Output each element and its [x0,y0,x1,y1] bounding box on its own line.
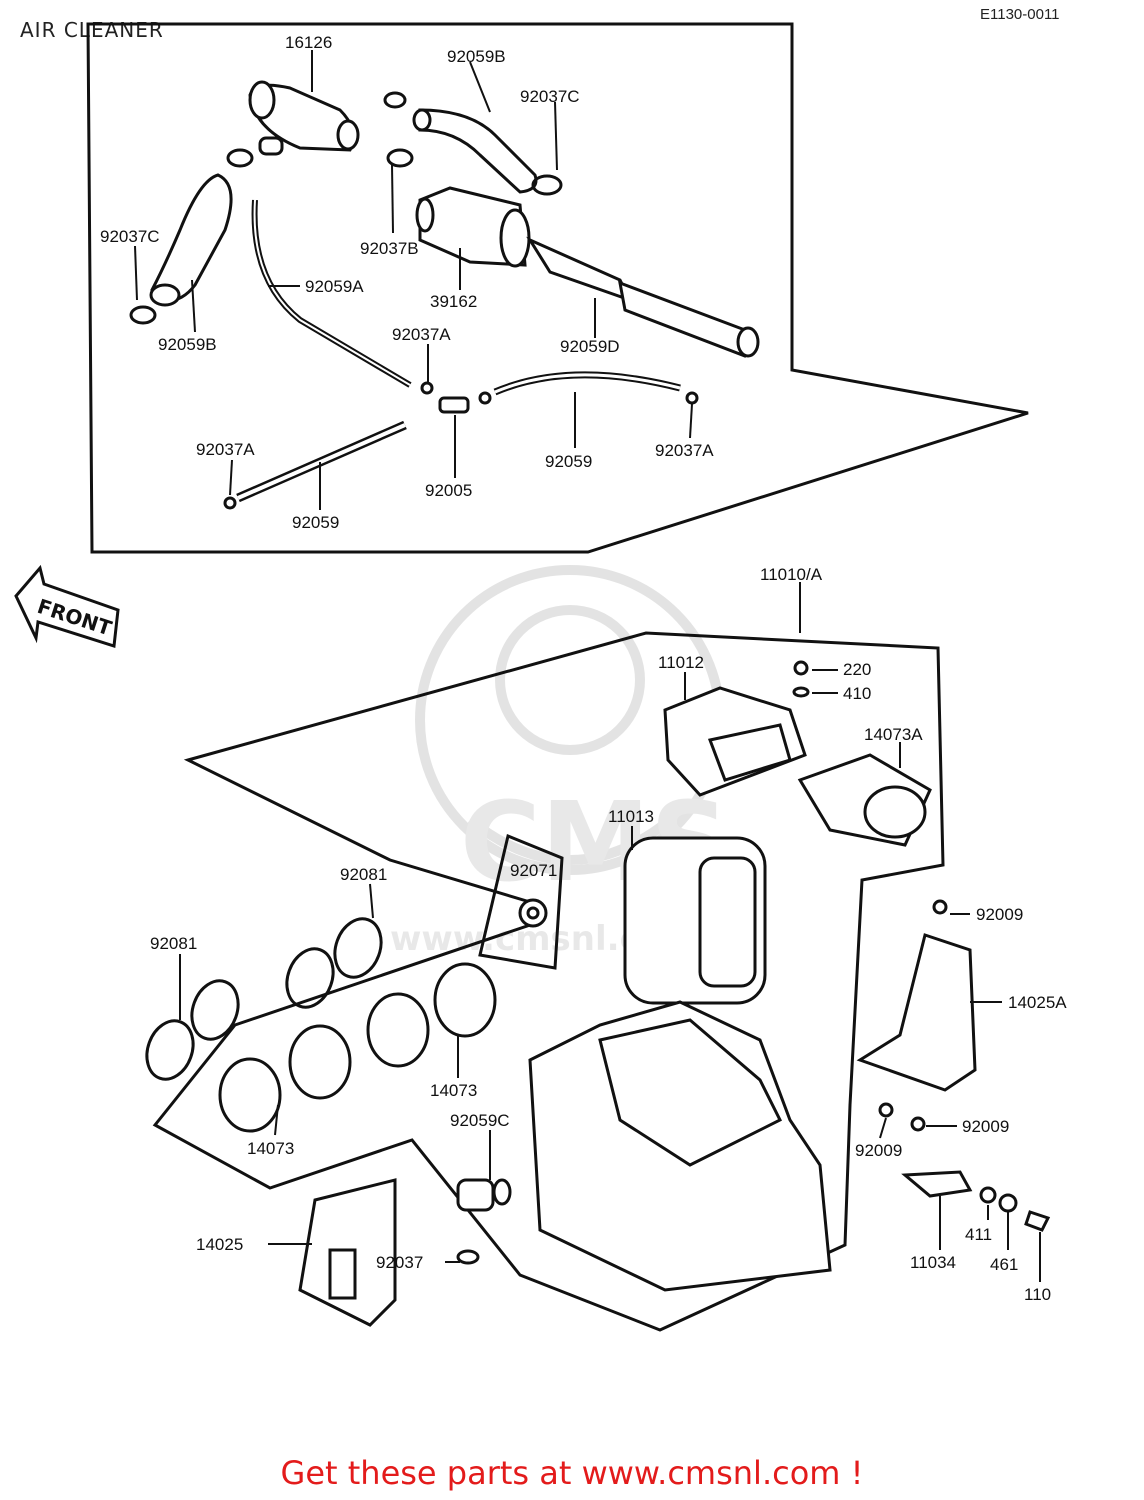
label-92037C-left: 92037C [100,227,160,246]
top-inset-frame [86,22,1029,554]
label-92059-left: 92059 [292,513,339,532]
label-92009-low: 92009 [855,1141,902,1160]
part-16126-joint [248,80,360,156]
drawing-code: E1130-0011 [980,6,1060,23]
label-92059C: 92059C [450,1111,510,1130]
air-cleaner-case [528,1000,832,1292]
label-14025: 14025 [196,1235,243,1254]
label-14073-left: 14073 [247,1139,294,1158]
part-92059B-hose-left [149,173,233,307]
part-92071-seal [478,833,564,970]
label-410: 410 [843,684,871,703]
label-92081-b: 92081 [150,934,197,953]
label-92059-right: 92059 [545,452,592,471]
label-220: 220 [843,660,871,679]
label-92009-mid: 92009 [962,1117,1009,1136]
label-92037: 92037 [376,1253,423,1272]
label-92037A-mid: 92037A [392,325,451,344]
label-92059B-top: 92059B [447,47,506,66]
part-14025A-bracket [856,933,977,1092]
exploded-parts-diagram: CMS www.cmsnl.com FRONT [14,22,1067,1332]
label-11010A: 11010/A [760,565,823,584]
label-411: 411 [965,1225,992,1244]
label-11013: 11013 [608,807,654,826]
part-92005-fitting [438,396,470,414]
part-39162-filter [415,186,531,268]
clamps-top [129,91,699,510]
front-direction-arrow: FRONT [14,564,120,648]
label-92081-a: 92081 [340,865,387,884]
part-11013-filter-element [623,836,767,1005]
label-92037A-right: 92037A [655,441,714,460]
label-11012: 11012 [658,653,704,672]
label-461: 461 [990,1255,1018,1274]
label-92005: 92005 [425,481,472,500]
label-92037B: 92037B [360,239,419,258]
leader-lines [134,50,1041,1282]
label-92059B-left: 92059B [158,335,217,354]
part-14073A-duct [797,753,932,847]
label-110: 110 [1024,1285,1051,1304]
label-14073A: 14073A [864,725,923,744]
label-14025A: 14025A [1008,993,1067,1012]
label-92009-top: 92009 [976,905,1023,924]
part-14073-ducts [218,962,497,1133]
part-number-labels: 16126 92059B 92037C 92037C 92037B 92059A… [100,33,1067,1304]
part-11012-cover [663,686,807,797]
label-14073-right: 14073 [430,1081,477,1100]
label-92037C-top: 92037C [520,87,580,106]
diagram-title: AIR CLEANER [20,18,164,42]
part-92059B-hose-top [412,108,538,194]
part-14025-cover [298,1178,397,1327]
rings-92081 [145,917,383,1081]
label-39162: 39162 [430,292,477,311]
label-92059D: 92059D [560,337,620,356]
label-92059A: 92059A [305,277,364,296]
part-92059D-hose [526,236,760,358]
label-16126: 16126 [285,33,332,52]
footer-promo-text[interactable]: Get these parts at www.cmsnl.com ! [280,1454,864,1492]
label-92071: 92071 [510,861,557,880]
small-bolts [792,660,948,1132]
label-11034: 11034 [910,1253,956,1272]
part-11034-bracket [901,1170,1051,1232]
label-92037A-left: 92037A [196,440,255,459]
part-92059C-elbow [456,1178,512,1265]
